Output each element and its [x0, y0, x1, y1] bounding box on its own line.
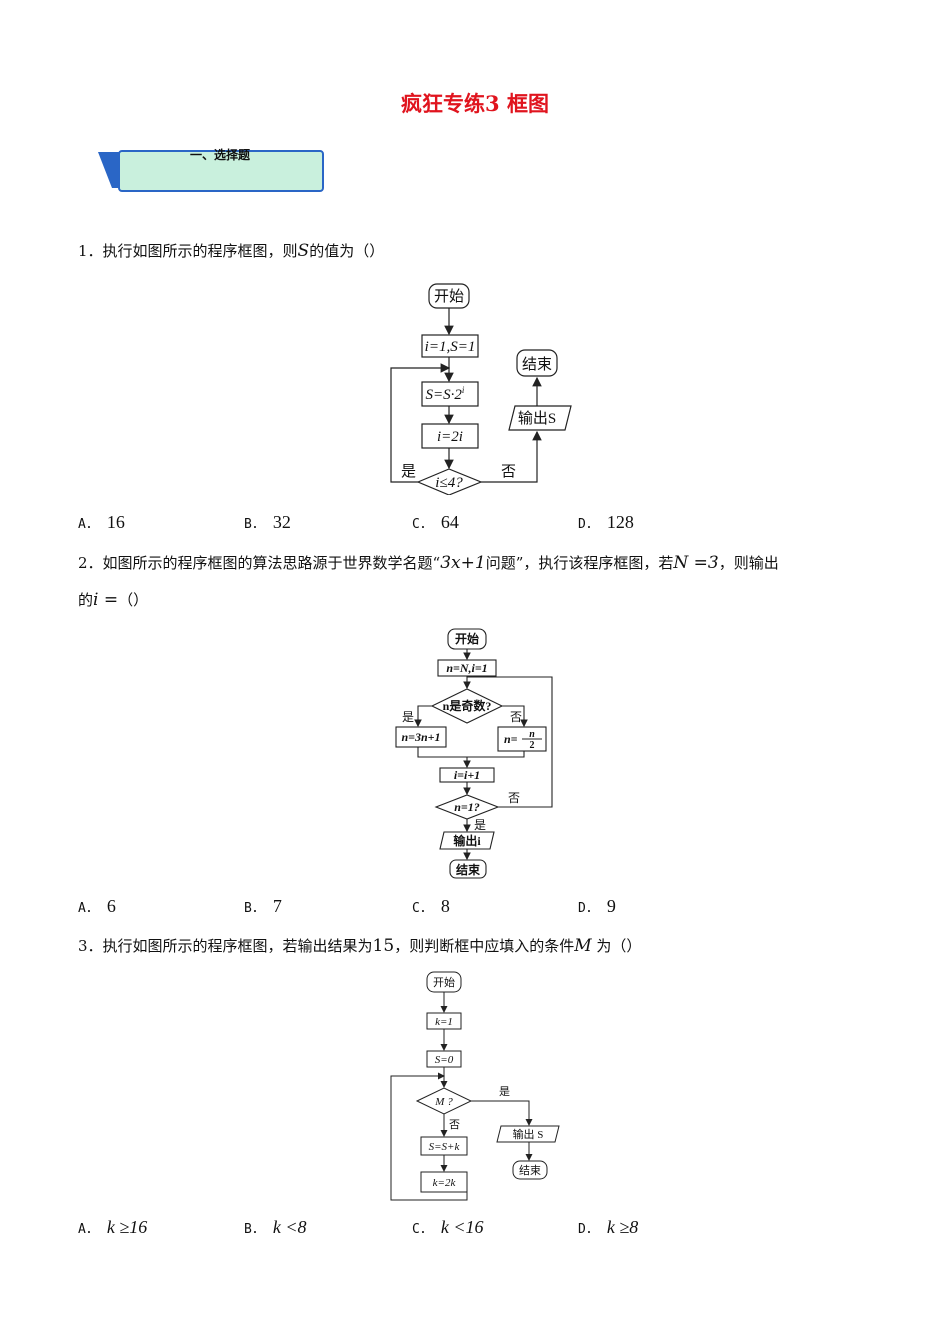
q1-option-c[interactable]: C．64 — [412, 512, 459, 532]
q2-option-d[interactable]: D．9 — [578, 896, 616, 916]
question-3-text: 3．执行如图所示的程序框图，若输出结果为15，则判断框中应填入的条件M 为（） — [78, 936, 642, 956]
fc1-output-box — [508, 405, 572, 431]
flowchart-1: 开始 i=1,S=1 S=S·2i i=2i i≤4? 是 否 输出S 结束 — [390, 283, 572, 495]
fc3-output-box — [496, 1125, 560, 1143]
page-title: 疯狂专练3 框图 — [401, 91, 549, 116]
flowchart-3: 开始 k=1 S=0 M ? 是 否 S=S+k k=2k 输出 S 结束 — [390, 971, 560, 1201]
fc2-left-label: n=3n+1 — [401, 730, 440, 744]
section-label: 一、选择题 — [190, 148, 251, 162]
question-1-text: 1．执行如图所示的程序框图，则S的值为（） — [78, 241, 385, 261]
fc1-yes-label: 是 — [401, 464, 416, 480]
fc1-output-label: 输出S — [518, 410, 556, 427]
flowchart-2: 开始 n=N,i=1 n是奇数? 是 否 n=3n+1 n= n 2 i=i+1… — [395, 628, 553, 879]
fc3-step1-label: S=S+k — [429, 1141, 461, 1153]
fc3-step2-label: k=2k — [433, 1177, 457, 1189]
q2-option-a[interactable]: A．6 — [78, 896, 116, 916]
q2-option-b[interactable]: B．7 — [244, 896, 282, 916]
fc1-step1-label: S=S·2i — [426, 385, 465, 403]
q3-option-c[interactable]: C．k <16 — [412, 1217, 484, 1237]
fc2-start-label: 开始 — [455, 631, 479, 646]
fc1-cond-label: i≤4? — [435, 475, 463, 491]
fc3-end-box — [512, 1160, 548, 1180]
fc2-inc-label: i=i+1 — [454, 768, 480, 782]
fc3-cond-label: M ? — [434, 1096, 453, 1108]
fc3-init-k-label: k=1 — [435, 1016, 453, 1028]
fc1-start-label: 开始 — [434, 288, 464, 305]
q1-option-a[interactable]: A．16 — [78, 512, 125, 532]
fc1-no-label: 否 — [501, 464, 516, 480]
fc2-no2-label: 否 — [508, 791, 520, 805]
fc2-left-box — [395, 726, 447, 748]
fc3-step2-box — [420, 1171, 468, 1193]
fc2-right-den: 2 — [530, 740, 535, 751]
q3-option-d[interactable]: D．k ≥8 — [578, 1217, 639, 1237]
q3-option-b[interactable]: B．k <8 — [244, 1217, 307, 1237]
fc2-init-label: n=N,i=1 — [446, 661, 487, 675]
section-header — [118, 150, 324, 192]
q3-option-a[interactable]: A．k ≥16 — [78, 1217, 148, 1237]
fc2-end-box — [449, 859, 487, 879]
fc3-init-s-label: S=0 — [435, 1054, 454, 1066]
fc3-no-label: 否 — [449, 1119, 460, 1131]
fc2-end-label: 结束 — [456, 862, 481, 877]
fc3-end-label: 结束 — [519, 1164, 541, 1177]
fc2-yes-label: 是 — [402, 710, 414, 724]
fc2-right-pre: n= — [504, 732, 518, 746]
fc2-cond2-label: n=1? — [454, 800, 480, 814]
fc2-no-label: 否 — [510, 710, 522, 724]
fc1-step1-box — [421, 381, 479, 407]
question-2-text-line2: 的i =（） — [78, 590, 149, 610]
question-2-text: 2．如图所示的程序框图的算法思路源于世界数学名题“3x+1问题”，执行该程序框图… — [78, 553, 779, 573]
fc1-init-label: i=1,S=1 — [425, 339, 476, 355]
section-tab-arrow — [98, 152, 120, 188]
fc2-cond1-label: n是奇数? — [443, 698, 492, 713]
fc1-step2-box — [421, 423, 479, 449]
fc1-step2-label: i=2i — [437, 429, 463, 445]
fc3-yes-label: 是 — [499, 1085, 510, 1098]
fc3-output-label: 输出 S — [513, 1127, 544, 1141]
fc2-output-label: 输出i — [453, 833, 481, 848]
fc3-start-label: 开始 — [433, 975, 455, 989]
q1-option-b[interactable]: B．32 — [244, 512, 291, 532]
fc2-right-num: n — [529, 729, 535, 740]
q2-option-c[interactable]: C．8 — [412, 896, 450, 916]
fc2-right-box — [497, 726, 547, 752]
fc2-yes2-label: 是 — [474, 818, 486, 832]
fc1-end-box — [516, 349, 558, 377]
fc2-output-box — [439, 831, 495, 850]
fc1-end-label: 结束 — [522, 356, 552, 373]
q1-option-d[interactable]: D．128 — [578, 512, 634, 532]
fc1-init-box — [421, 334, 479, 358]
